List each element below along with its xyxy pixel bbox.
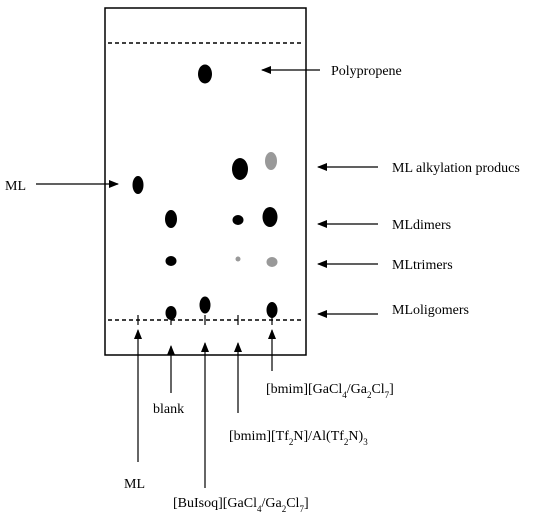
label-lane-bmim: [bmim][GaCl4/Ga2Cl7] — [266, 382, 394, 400]
spot-oligomer-buisoq — [199, 296, 211, 314]
spot-trimer-blank — [165, 256, 177, 266]
spot-dimer-bmim — [262, 207, 278, 227]
spot-alkylation-bmim — [265, 152, 277, 170]
label-polypropene: Polypropene — [331, 64, 402, 79]
label-lane-ml: ML — [124, 477, 145, 492]
label-trimers: MLtrimers — [392, 258, 453, 273]
label-ml-left: ML — [5, 179, 26, 194]
label-lane-blank: blank — [153, 402, 184, 417]
spot-dimer-tf2n — [232, 215, 244, 225]
label-oligomers: MLoligomers — [392, 303, 469, 318]
spot-ml — [132, 176, 144, 194]
label-alkylation: ML alkylation producs — [392, 161, 520, 176]
label-lane-tf2n: [bmim][Tf2N]/Al(Tf2N)3 — [229, 429, 368, 447]
spot-dimer-blank — [165, 210, 177, 228]
spot-trimer-tf2n — [235, 256, 241, 262]
spot-polypropene — [198, 64, 212, 84]
spot-alkylation-tf2n — [232, 158, 248, 180]
spot-oligomer-bmim — [266, 302, 278, 318]
label-lane-buisoq: [BuIsoq][GaCl4/Ga2Cl7] — [173, 496, 309, 514]
label-dimers: MLdimers — [392, 218, 451, 233]
spot-oligomer-blank — [165, 306, 177, 320]
spot-trimer-bmim — [266, 257, 278, 267]
